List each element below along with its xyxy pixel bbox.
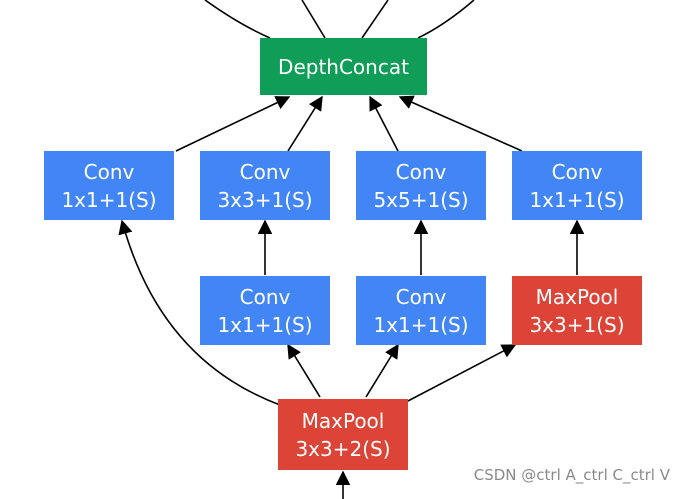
edge-top-3 (361, 0, 389, 39)
node-params: 1x1+1(S) (61, 187, 157, 212)
node-params: 1x1+1(S) (529, 187, 625, 212)
edge-top-4 (417, 0, 475, 39)
depth-concat-node: DepthConcat (260, 38, 427, 95)
conv-1x1-right-node: Conv 1x1+1(S) (512, 151, 642, 220)
conv-5x5-node: Conv 5x5+1(S) (356, 151, 486, 220)
node-params: 1x1+1(S) (373, 312, 469, 337)
conv-1x1-reduce-5x5-node: Conv 1x1+1(S) (356, 276, 486, 345)
node-title: MaxPool (301, 408, 385, 433)
edge-conv1x1left-to-concat (175, 96, 291, 152)
node-title: Conv (551, 159, 603, 184)
maxpool-3x3-s1-node: MaxPool 3x3+1(S) (512, 276, 642, 345)
conv-1x1-left-node: Conv 1x1+1(S) (44, 151, 174, 220)
edge-conv5x5-to-concat (369, 95, 399, 152)
node-title: Conv (395, 159, 447, 184)
conv-3x3-node: Conv 3x3+1(S) (200, 151, 330, 220)
csdn-watermark: CSDN @ctrl A_ctrl C_ctrl V (473, 466, 670, 484)
edge-maxpools2-to-conv1x1left (118, 219, 281, 406)
edge-conv1x1right-to-concat (398, 95, 523, 152)
node-params: 5x5+1(S) (373, 187, 469, 212)
node-title: Conv (239, 159, 291, 184)
node-params: 1x1+1(S) (217, 312, 313, 337)
node-title: Conv (239, 284, 291, 309)
edge-conv3x3-to-concat (287, 95, 323, 152)
node-title: Conv (395, 284, 447, 309)
depth-concat-label: DepthConcat (278, 54, 409, 79)
edge-maxpools2-to-reduce5x5 (365, 343, 399, 398)
node-title: Conv (83, 159, 135, 184)
node-params: 3x3+1(S) (529, 312, 625, 337)
edge-top-1 (204, 0, 271, 39)
node-params: 3x3+2(S) (295, 436, 391, 461)
edge-top-2 (301, 0, 326, 39)
conv-1x1-reduce-3x3-node: Conv 1x1+1(S) (200, 276, 330, 345)
maxpool-3x3-s2-node: MaxPool 3x3+2(S) (278, 399, 408, 470)
node-params: 3x3+1(S) (217, 187, 313, 212)
edge-maxpools2-to-maxpools1 (405, 344, 517, 403)
edge-maxpools2-to-reduce3x3 (287, 343, 321, 398)
node-title: MaxPool (535, 284, 619, 309)
